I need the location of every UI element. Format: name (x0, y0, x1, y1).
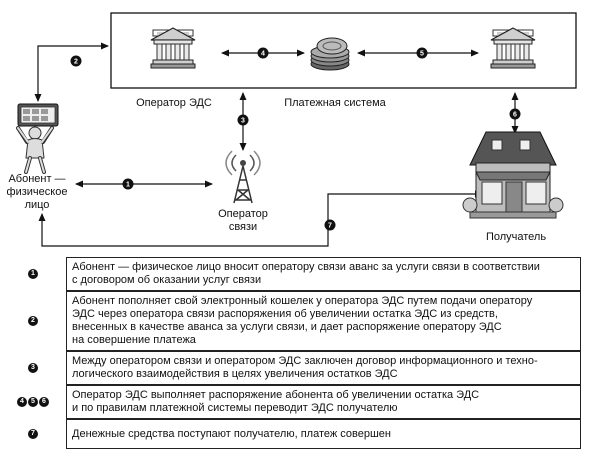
step-marker: 7 (28, 429, 38, 439)
svg-text:5: 5 (420, 51, 424, 58)
step-marker: 5 (28, 397, 38, 407)
legend-badges: 3 (0, 351, 66, 385)
bank-icon (490, 27, 536, 69)
marker-1: 1 (122, 178, 134, 190)
step-marker: 6 (39, 397, 49, 407)
marker-5: 5 (416, 47, 428, 59)
marker-6: 6 (509, 108, 521, 120)
legend-text: Абонент — физическое лицо вносит операто… (66, 257, 581, 291)
system-frame (110, 12, 577, 89)
recipient-label: Получатель (485, 231, 547, 243)
shop-icon (462, 131, 564, 219)
marker-2: 2 (70, 55, 82, 67)
marker-3: 3 (237, 114, 249, 126)
payment-system-label: Платежная система (284, 97, 386, 109)
legend-row: 1 Абонент — физическое лицо вносит опера… (0, 257, 589, 291)
legend-text: Денежные средства поступают получателю, … (66, 419, 581, 449)
person-with-terminal-icon (16, 103, 59, 174)
legend-row: 7 Денежные средства поступают получателю… (0, 419, 589, 449)
svg-text:2: 2 (74, 59, 78, 66)
legend-row: 4 5 6 Оператор ЭДС выполняет распоряжени… (0, 385, 589, 419)
legend-badges: 7 (0, 419, 66, 449)
legend-badges: 2 (0, 291, 66, 351)
step-marker: 2 (28, 316, 38, 326)
telecom-operator-label: Оператор связи (218, 208, 268, 233)
svg-text:6: 6 (513, 112, 517, 119)
step-marker: 1 (28, 269, 38, 279)
legend-badges: 4 5 6 (0, 385, 66, 419)
coins-icon (310, 37, 350, 71)
arrow-2 (34, 42, 109, 102)
legend-row: 2 Абонент пополняет свой электронный кош… (0, 291, 589, 351)
step-marker: 3 (28, 363, 38, 373)
legend-text: Между оператором связи и оператором ЭДС … (66, 351, 581, 385)
svg-text:7: 7 (328, 223, 332, 230)
operator-eds-label: Оператор ЭДС (136, 97, 212, 109)
svg-text:4: 4 (261, 51, 265, 58)
step-marker: 4 (17, 397, 27, 407)
subscriber-label: Абонент — физическое лицо (6, 173, 68, 211)
radio-tower-icon (225, 150, 261, 204)
legend-badges: 1 (0, 257, 66, 291)
marker-4: 4 (257, 47, 269, 59)
marker-7: 7 (324, 219, 336, 231)
legend-text: Оператор ЭДС выполняет распоряжение абон… (66, 385, 581, 419)
legend-text: Абонент пополняет свой электронный кошел… (66, 291, 581, 351)
arrow-7 (38, 190, 483, 247)
legend-row: 3 Между оператором связи и оператором ЭД… (0, 351, 589, 385)
svg-text:3: 3 (241, 118, 245, 125)
svg-text:1: 1 (126, 182, 130, 189)
payment-flow-diagram: 4 5 3 6 1 2 7 (16, 12, 577, 247)
bank-icon (150, 27, 196, 69)
